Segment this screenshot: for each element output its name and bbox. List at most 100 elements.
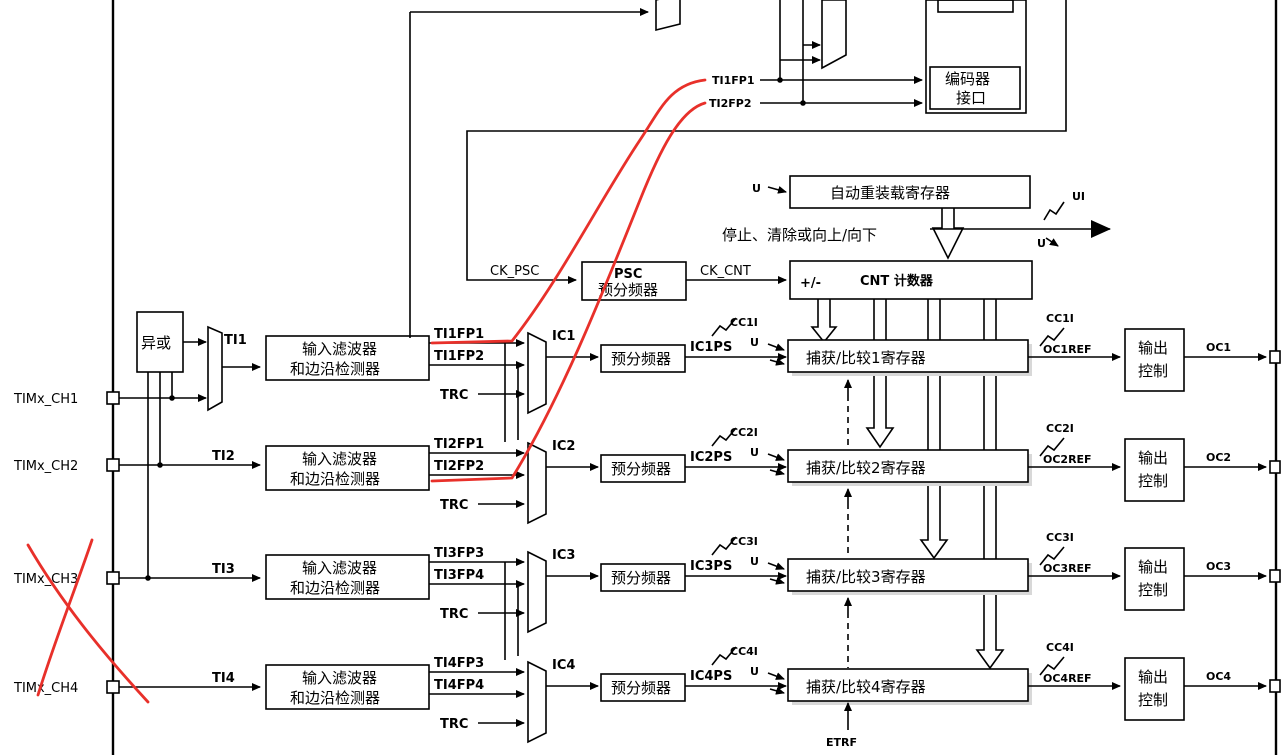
icps-label-1: IC1PS (690, 340, 732, 355)
oc-label-1: OC1 (1206, 341, 1231, 354)
icps-label-4: IC4PS (690, 669, 732, 684)
ocref-label-2: OC2REF (1043, 453, 1092, 466)
cci-right-2: CC2I (1046, 422, 1074, 435)
ic-mux-2 (527, 441, 547, 525)
ck-cnt-label: CK_CNT (700, 264, 751, 279)
filter-box-2 (265, 445, 430, 491)
top-mux-2 (821, 0, 847, 70)
top-ti1fp1: TI1FP1 (712, 74, 754, 87)
capture-label-2: 捕获/比较2寄存器 (806, 459, 926, 477)
fp-a-3: TI3FP3 (434, 546, 484, 561)
cnt-title: CNT 计数器 (860, 273, 934, 289)
filter-label-1-2: 输入滤波器 (302, 450, 377, 468)
cci-right-3: CC3I (1046, 531, 1074, 544)
u-autoreload: U (752, 182, 761, 195)
ti-label-4: TI4 (212, 671, 235, 686)
cci-left-1: CC1I (730, 316, 758, 329)
oc-label-2: OC2 (1206, 451, 1231, 464)
ic-prescaler-2 (600, 454, 686, 483)
stop-clear-label: 停止、清除或向上/向下 (722, 226, 877, 244)
psc-prescaler (581, 261, 687, 301)
u-top-right: U (1037, 237, 1046, 250)
encoder-box (925, 0, 1027, 114)
cci-right-4: CC4I (1046, 641, 1074, 654)
ic-mux-4 (527, 660, 547, 744)
ui-label: UI (1072, 190, 1085, 203)
fp-b-4: TI4FP4 (434, 678, 484, 693)
prescaler-label-3: 预分频器 (611, 569, 671, 587)
capture-register-4 (787, 668, 1029, 702)
filter-label-2-1: 和边沿检测器 (290, 360, 380, 378)
xor-label: 异或 (141, 334, 171, 352)
cci-left-4: CC4I (730, 645, 758, 658)
ic-mux-3 (527, 550, 547, 634)
output-ctrl-label-2-4: 控制 (1138, 691, 1168, 709)
u-label-2: U (750, 446, 759, 459)
output-control-3 (1124, 547, 1185, 611)
filter-label-1-4: 输入滤波器 (302, 669, 377, 687)
fp-b-1: TI1FP2 (434, 349, 484, 364)
ic-label-2: IC2 (552, 439, 575, 454)
cci-right-1: CC1I (1046, 312, 1074, 325)
ch3-label: TIMx_CH3 (13, 572, 78, 587)
prescaler-label-1: 预分频器 (611, 350, 671, 368)
capture-label-1: 捕获/比较1寄存器 (806, 349, 926, 367)
filter-label-1-3: 输入滤波器 (302, 559, 377, 577)
capture-register-1 (787, 339, 1029, 373)
ch1-label: TIMx_CH1 (13, 392, 78, 407)
cci-left-3: CC3I (730, 535, 758, 548)
fp-b-2: TI2FP2 (434, 459, 484, 474)
encoder-label-1: 编码器 (945, 70, 990, 88)
encoder-label-2: 接口 (956, 89, 986, 107)
u-label-4: U (750, 665, 759, 678)
filter-label-2-4: 和边沿检测器 (290, 689, 380, 707)
oc-label-4: OC4 (1206, 670, 1231, 683)
oc-label-3: OC3 (1206, 560, 1231, 573)
trc-2: TRC (440, 498, 468, 513)
prescaler-label-2: 预分频器 (611, 460, 671, 478)
filter-label-2-2: 和边沿检测器 (290, 470, 380, 488)
fp-b-3: TI3FP4 (434, 568, 484, 583)
filter-box-4 (265, 664, 430, 710)
u-label-1: U (750, 336, 759, 349)
output-ctrl-label-2-3: 控制 (1138, 581, 1168, 599)
fp-a-1: TI1FP1 (434, 327, 484, 342)
ocref-label-3: OC3REF (1043, 562, 1092, 575)
top-mux-1 (655, 0, 681, 32)
top-ti2fp2: TI2FP2 (709, 97, 751, 110)
cnt-counter (789, 260, 1033, 300)
filter-label-2-3: 和边沿检测器 (290, 579, 380, 597)
ocref-label-1: OC1REF (1043, 343, 1092, 356)
ch2-label: TIMx_CH2 (13, 459, 78, 474)
output-ctrl-label-2-1: 控制 (1138, 362, 1168, 380)
icps-label-2: IC2PS (690, 450, 732, 465)
prescaler-label-4: 预分频器 (611, 679, 671, 697)
ck-psc-label: CK_PSC (490, 264, 539, 279)
ti-label-3: TI3 (212, 562, 235, 577)
etrf-label: ETRF (826, 736, 857, 749)
psc-subtitle: 预分频器 (598, 281, 658, 299)
trc-3: TRC (440, 607, 468, 622)
ch4-label: TIMx_CH4 (13, 681, 78, 696)
ti-label-1: TI1 (224, 333, 247, 348)
ocref-label-4: OC4REF (1043, 672, 1092, 685)
filter-label-1-1: 输入滤波器 (302, 340, 377, 358)
output-ctrl-label-1-3: 输出 (1138, 558, 1168, 576)
cnt-pm-label: +/- (800, 276, 821, 291)
trc-1: TRC (440, 388, 468, 403)
capture-register-2 (787, 449, 1029, 483)
ic-label-3: IC3 (552, 548, 575, 563)
cci-left-2: CC2I (730, 426, 758, 439)
filter-box-3 (265, 554, 430, 600)
output-control-2 (1124, 438, 1185, 502)
output-ctrl-label-2-2: 控制 (1138, 472, 1168, 490)
output-control-1 (1124, 328, 1185, 392)
ic-prescaler-1 (600, 344, 686, 373)
fp-a-2: TI2FP1 (434, 437, 484, 452)
ic-prescaler-3 (600, 563, 686, 592)
ti1-mux (207, 325, 223, 412)
autoreload-label: 自动重装载寄存器 (830, 184, 950, 202)
ic-prescaler-4 (600, 673, 686, 702)
capture-register-3 (787, 558, 1029, 592)
